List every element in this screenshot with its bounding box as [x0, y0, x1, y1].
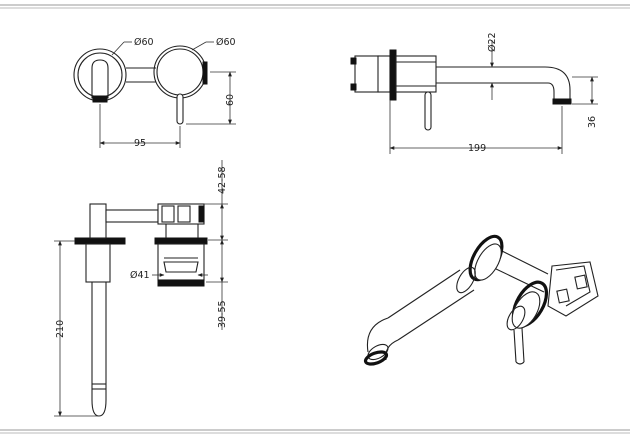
section-height-label: 210 — [55, 320, 66, 338]
side-view — [350, 40, 598, 154]
front-view — [73, 41, 236, 148]
page-frame — [0, 4, 630, 434]
front-right-diameter-label: Ø60 — [216, 37, 236, 48]
isometric-view — [363, 234, 599, 366]
side-drop-label: 36 — [587, 116, 598, 128]
front-width-label: 95 — [134, 138, 146, 149]
section-diameter-label: Ø41 — [130, 270, 150, 281]
section-view — [54, 160, 228, 417]
section-bottom-range-label: 39-55 — [217, 300, 228, 328]
front-left-diameter-label: Ø60 — [134, 37, 154, 48]
side-spout-diameter-label: Ø22 — [487, 32, 498, 52]
side-projection-label: 199 — [468, 143, 486, 154]
section-top-range-label: 42-58 — [217, 166, 228, 194]
front-height-label: 60 — [225, 94, 236, 106]
